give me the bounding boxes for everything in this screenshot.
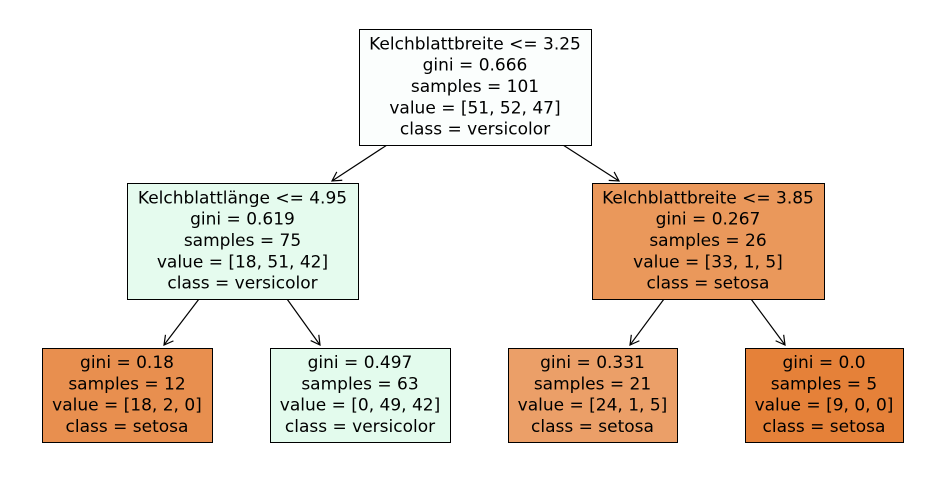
node-line: samples = 12 — [68, 374, 185, 394]
node-line: Kelchblattbreite <= 3.85 — [602, 188, 814, 208]
node-line: value = [18, 2, 0] — [52, 396, 202, 416]
node-line: value = [51, 52, 47] — [389, 98, 560, 118]
node-line: class = setosa — [531, 417, 654, 437]
node-line: gini = 0.0 — [782, 353, 865, 373]
node-box — [592, 183, 825, 300]
node-line: samples = 21 — [534, 374, 651, 394]
node-line: gini = 0.331 — [540, 353, 645, 373]
node-line: samples = 5 — [771, 374, 878, 394]
node-box — [508, 348, 678, 443]
node-line: value = [9, 0, 0] — [755, 396, 894, 416]
node-line: gini = 0.497 — [308, 353, 413, 373]
edge-right-to-right-right — [750, 298, 786, 346]
node-line: samples = 26 — [649, 231, 766, 251]
node-line: class = setosa — [66, 417, 189, 437]
edge-right-to-right-left — [629, 298, 665, 346]
edge-root-to-right — [562, 144, 621, 182]
node-line: samples = 63 — [301, 374, 418, 394]
node-line: value = [24, 1, 5] — [518, 396, 668, 416]
node-box — [127, 183, 359, 300]
node-line: class = setosa — [763, 417, 886, 437]
node-line: value = [0, 49, 42] — [280, 396, 440, 416]
node-line: gini = 0.619 — [190, 210, 295, 230]
node-line: Kelchblattbreite <= 3.25 — [369, 34, 581, 54]
edge-left-to-left-left — [163, 298, 200, 346]
node-line: class = versicolor — [285, 417, 435, 437]
node-line: value = [18, 51, 42] — [157, 252, 328, 272]
node-line: class = versicolor — [167, 274, 317, 294]
node-line: value = [33, 1, 5] — [633, 252, 783, 272]
edge-root-to-left — [330, 144, 388, 182]
node-line: class = setosa — [647, 274, 770, 294]
node-line: gini = 0.666 — [423, 56, 528, 76]
edge-left-to-left-right — [286, 298, 321, 347]
tree-edges — [163, 144, 786, 347]
node-line: gini = 0.18 — [80, 353, 174, 373]
node-box — [745, 348, 904, 443]
node-box — [359, 29, 592, 146]
node-line: samples = 101 — [411, 77, 539, 97]
node-line: samples = 75 — [184, 231, 301, 251]
node-line: gini = 0.267 — [656, 210, 761, 230]
node-line: class = versicolor — [400, 120, 550, 140]
node-line: Kelchblattlänge <= 4.95 — [138, 188, 347, 208]
node-box — [42, 348, 213, 443]
node-box — [270, 348, 451, 443]
